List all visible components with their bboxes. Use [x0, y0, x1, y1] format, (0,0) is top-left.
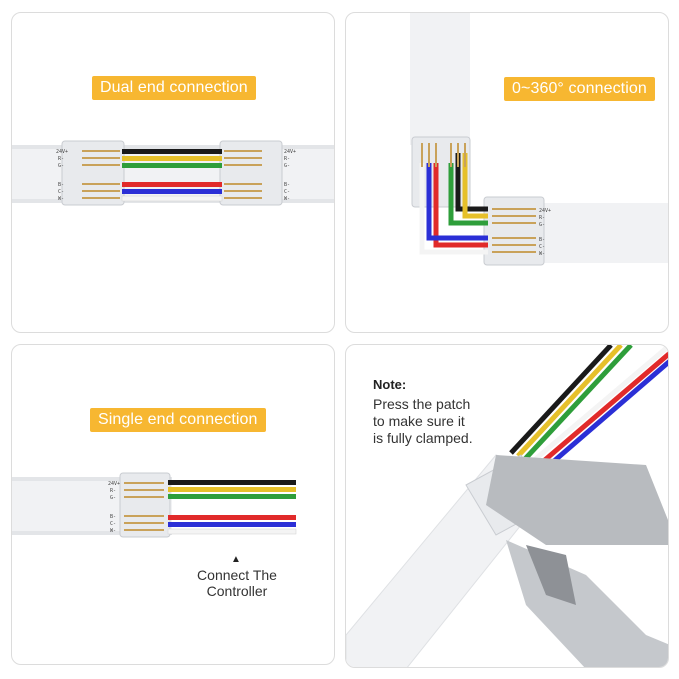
- wire-white: [121, 195, 223, 202]
- wire-white: [530, 345, 668, 464]
- wire-red: [168, 515, 296, 520]
- panel-note-clamping: Note: Press the patch to make sure it is…: [345, 344, 669, 668]
- wire-blue: [168, 522, 296, 527]
- wire-red: [537, 351, 668, 467]
- badge-single-end: Single end connection: [90, 408, 266, 432]
- panel-angle-connection: 24V+ R- G- B- C- W- 0~360° connection: [345, 12, 669, 333]
- wire-red: [433, 163, 488, 248]
- wire-white: [419, 163, 488, 255]
- wire-green: [122, 163, 222, 168]
- wire-black: [509, 345, 613, 455]
- pin-label-r: R-: [539, 215, 545, 221]
- wire-yellow: [516, 345, 623, 458]
- arrow-up-icon: ▲: [231, 554, 241, 565]
- pin-label-g: G-: [110, 495, 116, 501]
- pin-label-r-right: R-: [284, 156, 290, 162]
- pin-label-r: R-: [110, 488, 116, 494]
- pin-label-24v: 24V+: [56, 149, 68, 155]
- wire-yellow: [122, 156, 222, 161]
- wire-black: [168, 480, 296, 485]
- pin-label-w: W-: [58, 196, 64, 202]
- wire-green: [523, 345, 633, 461]
- wire-blue: [544, 359, 668, 470]
- badge-dual-end: Dual end connection: [92, 76, 256, 100]
- wire-yellow: [462, 153, 488, 219]
- pin-label-g-right: G-: [284, 163, 290, 169]
- wire-green: [168, 494, 296, 499]
- pin-label-r: R-: [58, 156, 64, 162]
- caption-connect-controller: Connect The Controller: [197, 567, 277, 599]
- pliers-spring: [526, 545, 576, 605]
- pin-label-b-right: B-: [284, 182, 290, 188]
- angle-connection-illustration: 24V+ R- G- B- C- W-: [410, 13, 668, 266]
- panel-dual-end: 24V+ R- G- B- C- W- 24V+ R- G- B- C- W- …: [11, 12, 335, 333]
- wire-yellow: [168, 487, 296, 492]
- note-title: Note:: [373, 377, 407, 392]
- connector-right: [483, 196, 545, 266]
- dual-end-illustration: 24V+ R- G- B- C- W- 24V+ R- G- B- C- W-: [12, 140, 334, 206]
- panel-single-end: 24V+ R- G- B- C- W- Single end connectio…: [11, 344, 335, 665]
- pin-label-c-right: C-: [284, 189, 290, 195]
- clamping-illustration: [346, 345, 668, 667]
- pin-label-24v-right: 24V+: [284, 149, 296, 155]
- pin-label-24v: 24V+: [539, 208, 551, 214]
- pin-label-w: W-: [539, 251, 545, 257]
- wire-blue: [122, 189, 222, 194]
- pliers-jaw-bottom: [506, 540, 668, 667]
- pin-label-24v: 24V+: [108, 481, 120, 487]
- led-strip-vertical: [410, 13, 470, 145]
- pliers-jaw-top: [486, 455, 668, 545]
- wire-blue: [426, 163, 488, 241]
- pin-label-w: W-: [110, 528, 116, 534]
- pin-label-b: B-: [58, 182, 64, 188]
- note-text: Press the patch to make sure it is fully…: [373, 396, 473, 446]
- badge-angle-connection: 0~360° connection: [504, 77, 655, 101]
- pin-label-c: C-: [58, 189, 64, 195]
- pin-label-c: C-: [110, 521, 116, 527]
- pin-label-b: B-: [110, 514, 116, 520]
- led-strip-horizontal: [534, 203, 668, 263]
- pin-label-w-right: W-: [284, 196, 290, 202]
- pin-label-g: G-: [539, 222, 545, 228]
- wire-black: [122, 149, 222, 154]
- wire-red: [122, 182, 222, 187]
- wire-white: [167, 528, 297, 535]
- pin-label-g: G-: [58, 163, 64, 169]
- single-end-illustration: 24V+ R- G- B- C- W-: [12, 472, 297, 538]
- pin-label-b: B-: [539, 237, 545, 243]
- wire-black: [455, 153, 488, 212]
- pin-label-c: C-: [539, 244, 545, 250]
- wire-green: [448, 163, 488, 226]
